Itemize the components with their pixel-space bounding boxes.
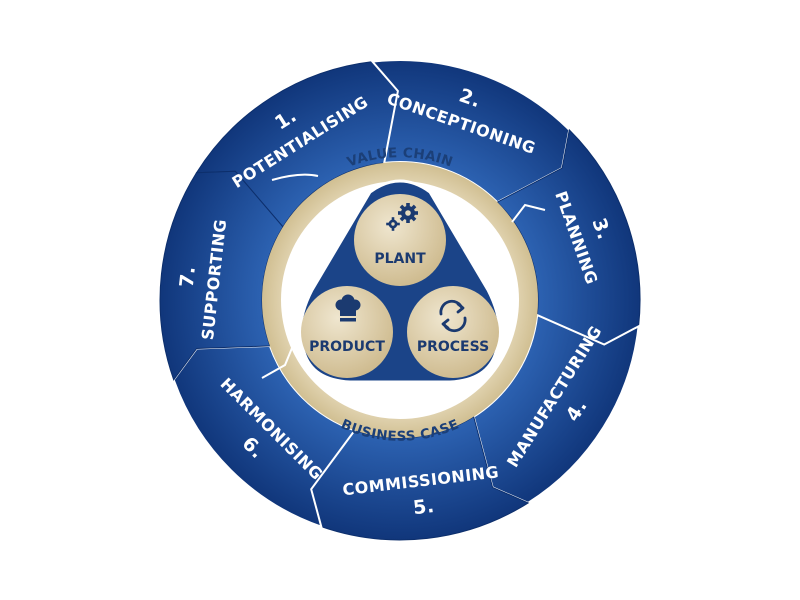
ring-connector-upper <box>271 173 319 181</box>
cycle-arrows-icon <box>439 299 467 333</box>
step-number-5: 5. <box>412 495 436 519</box>
chef-hat-icon <box>335 294 361 322</box>
step-number-7: 7. <box>176 265 200 289</box>
ring-connector-right <box>511 203 546 223</box>
process-label: PROCESS <box>417 339 489 355</box>
product-node: PRODUCT <box>301 286 393 378</box>
plant-node: PLANT <box>354 194 446 286</box>
cycle-segments <box>159 59 641 541</box>
gears-icon <box>386 203 418 231</box>
ring-connector-left <box>261 347 293 379</box>
product-label: PRODUCT <box>309 339 385 355</box>
plant-label: PLANT <box>374 251 426 267</box>
process-node: PROCESS <box>407 286 499 378</box>
